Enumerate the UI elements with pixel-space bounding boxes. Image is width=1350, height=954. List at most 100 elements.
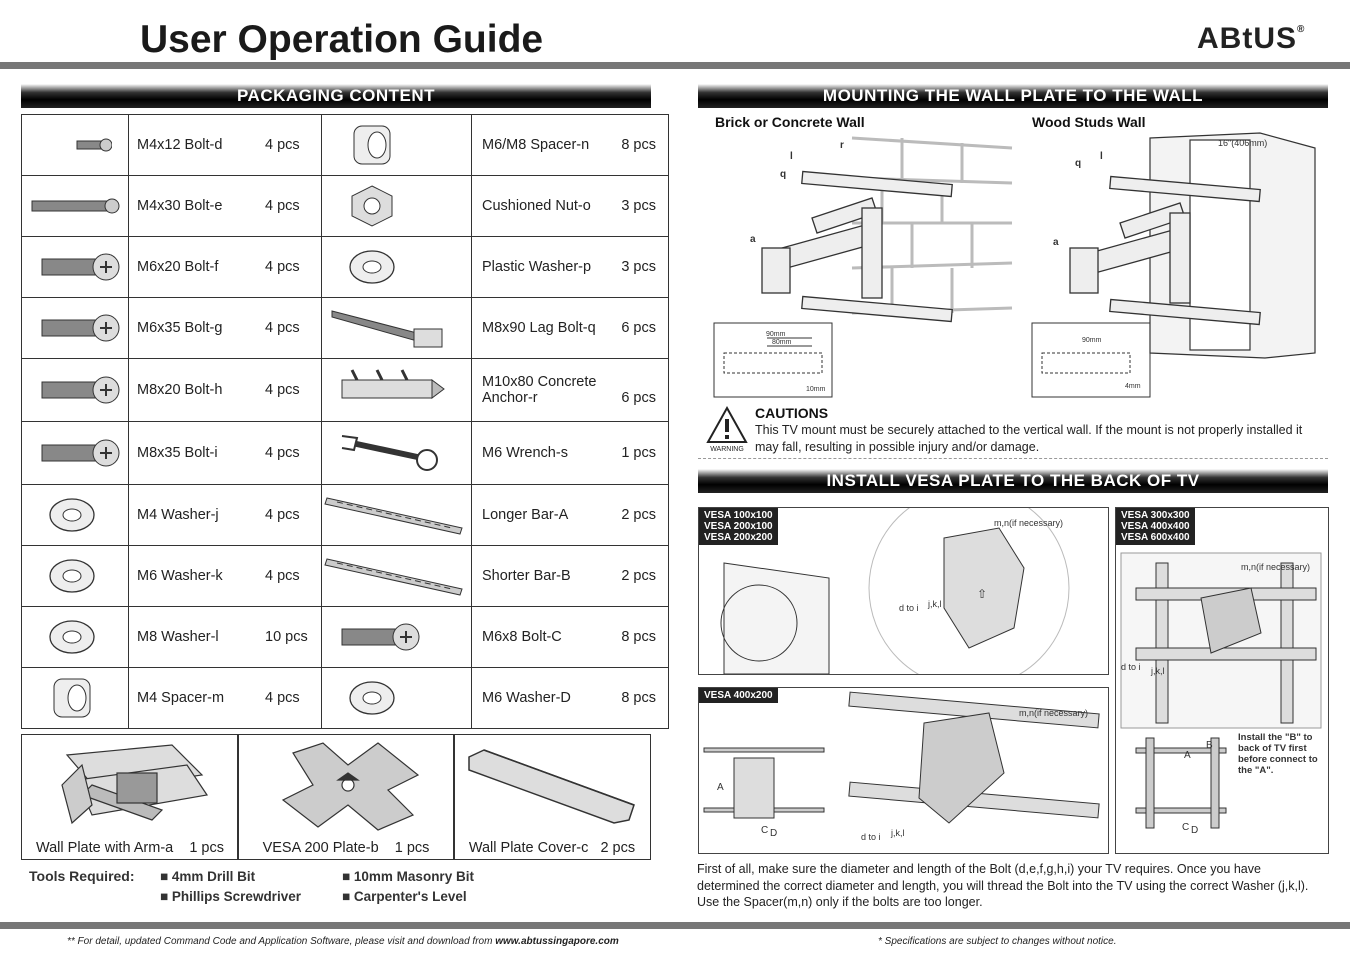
svg-text:10mm: 10mm: [806, 386, 826, 393]
vesa-description: First of all, make sure the diameter and…: [697, 862, 1309, 909]
svg-text:A: A: [717, 782, 724, 793]
wood-wall-diagram: 16"(406mm) l q a 90mm 4mm: [1031, 132, 1316, 398]
washer-icon: [321, 667, 472, 729]
svg-text:80mm: 80mm: [772, 339, 792, 346]
svg-text:D: D: [770, 828, 777, 839]
long-bolt-icon: [21, 175, 129, 237]
footer-url[interactable]: www.abtussingapore.com: [495, 936, 619, 947]
svg-text:d to i: d to i: [1121, 662, 1141, 672]
svg-text:j,k,l: j,k,l: [1150, 666, 1165, 676]
wall-plate-arm-label: Wall Plate with Arm-a 1 pcs: [35, 840, 225, 856]
svg-text:90mm: 90mm: [766, 331, 786, 338]
svg-text:4mm: 4mm: [1125, 383, 1141, 390]
label-q: q: [780, 169, 786, 180]
svg-text:m,n(if necessary): m,n(if necessary): [994, 518, 1063, 528]
bottom-divider: [0, 922, 1350, 929]
bar-icon: [321, 484, 472, 546]
warning-icon: WARNING: [706, 405, 748, 453]
svg-text:C: C: [761, 825, 768, 836]
bolt-icon: [21, 421, 129, 485]
svg-text:m,n(if necessary): m,n(if necessary): [1019, 708, 1088, 718]
top-divider: [0, 62, 1350, 69]
svg-text:m,n(if necessary): m,n(if necessary): [1241, 562, 1310, 572]
vesa-large-diagram: m,n(if necessary) d to i j,k,l A B C D: [1120, 552, 1322, 836]
washer-icon: [21, 484, 129, 546]
washer-icon: [321, 236, 472, 298]
bolt-icon: [21, 297, 129, 359]
install-note: Install the "B" to back of TV first befo…: [1238, 732, 1318, 776]
vesa-400x200-tag: VESA 400x200: [699, 688, 778, 703]
brick-wall-diagram: l q r a 90mm 80mm 10mm: [713, 136, 1013, 398]
label-r: r: [840, 140, 844, 151]
bolt-icon: [21, 358, 129, 422]
page-title: User Operation Guide: [140, 18, 544, 61]
svg-text:16"(406mm): 16"(406mm): [1218, 138, 1267, 148]
packaging-heading: PACKAGING CONTENT: [21, 84, 651, 108]
svg-text:a: a: [1053, 237, 1059, 248]
vesa-400x200-diagram: m,n(if necessary) d to i j,k,l A C D: [703, 691, 1100, 842]
tool-masonry-bit: ■ 10mm Masonry Bit: [342, 869, 474, 884]
vesa-heading: INSTALL VESA PLATE TO THE BACK OF TV: [698, 469, 1328, 493]
svg-text:C: C: [1182, 822, 1189, 833]
bar-icon: [321, 545, 472, 607]
svg-text:d to i: d to i: [861, 832, 881, 842]
spacer-icon: [21, 667, 129, 729]
label-a: a: [750, 234, 756, 245]
bolt-icon: [21, 236, 129, 298]
vesa-400x200-panel: VESA 400x200 m,n(if necessary) d to i j,…: [698, 687, 1109, 854]
svg-text:D: D: [1191, 825, 1198, 836]
brick-wall-title: Brick or Concrete Wall: [715, 114, 865, 130]
svg-text:q: q: [1075, 158, 1081, 169]
section-divider: [698, 458, 1328, 459]
washer-icon: [21, 545, 129, 607]
cautions-text: This TV mount must be securely attached …: [755, 423, 1303, 454]
svg-text:j,k,l: j,k,l: [890, 828, 905, 838]
cautions-title: CAUTIONS: [755, 405, 829, 421]
tools-required-label: Tools Required:: [29, 868, 135, 884]
svg-text:l: l: [1100, 151, 1103, 162]
spacer-icon: [321, 114, 472, 176]
tool-drill-bit: ■ 4mm Drill Bit: [160, 869, 256, 884]
wall-plate-arm-icon: [61, 744, 209, 825]
lag-bolt-icon: [321, 297, 472, 359]
wood-wall-title: Wood Studs Wall: [1032, 114, 1146, 130]
bolt-icon: [321, 606, 472, 668]
vesa-small-diagram: ⇧ m,n(if necessary) d to i j,k,l: [720, 508, 1070, 674]
nut-icon: [321, 175, 472, 237]
anchor-icon: [321, 358, 472, 422]
wrench-icon: [321, 421, 472, 485]
svg-text:WARNING: WARNING: [710, 446, 744, 453]
wall-plate-cover-label: Wall Plate Cover-c 2 pcs: [468, 840, 636, 856]
tool-screwdriver: ■ Phillips Screwdriver: [160, 889, 301, 904]
svg-text:⇧: ⇧: [977, 587, 987, 601]
brand-logo: ABtUS®: [1197, 22, 1306, 55]
label-l: l: [790, 151, 793, 162]
